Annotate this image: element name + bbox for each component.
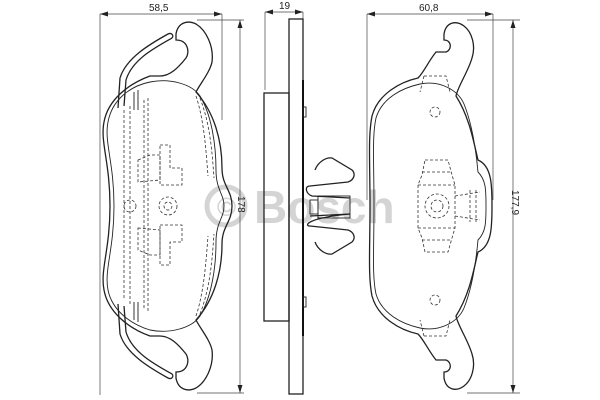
right-pad-width-dimension: 60,8 bbox=[366, 3, 494, 200]
side-friction-material bbox=[263, 92, 290, 322]
left-pad-wire-spring-bottom bbox=[117, 303, 174, 380]
right-pad-height-dimension: 177,9 bbox=[467, 19, 520, 394]
left-pad-height-label: 178 bbox=[235, 196, 246, 213]
side-profile-view: 19 bbox=[263, 1, 355, 395]
watermark-brand-text: Bosch bbox=[254, 181, 395, 233]
watermark-copyright-symbol: © bbox=[217, 192, 236, 222]
left-pad-height-dimension: 178 bbox=[197, 19, 246, 394]
right-pad-width-label: 60,8 bbox=[419, 3, 439, 14]
right-pad-view: 60,8 177,9 bbox=[366, 3, 520, 394]
left-pad-friction-material bbox=[106, 80, 225, 332]
bosch-watermark: © Bosch bbox=[204, 181, 395, 233]
left-pad-width-label: 58,5 bbox=[149, 3, 169, 14]
thickness-dimension: 19 bbox=[264, 1, 304, 90]
right-pad-backing-plate bbox=[368, 22, 493, 390]
right-pad-friction-material bbox=[373, 82, 487, 330]
side-spring-clip bbox=[305, 157, 355, 255]
thickness-label: 19 bbox=[279, 1, 291, 12]
left-pad-wire-spring-top bbox=[117, 32, 174, 109]
left-pad-view: 58,5 178 bbox=[99, 3, 246, 395]
left-pad-backing-plate bbox=[102, 21, 233, 391]
right-pad-height-label: 177,9 bbox=[509, 190, 520, 215]
left-pad-width-dimension: 58,5 bbox=[99, 3, 223, 395]
